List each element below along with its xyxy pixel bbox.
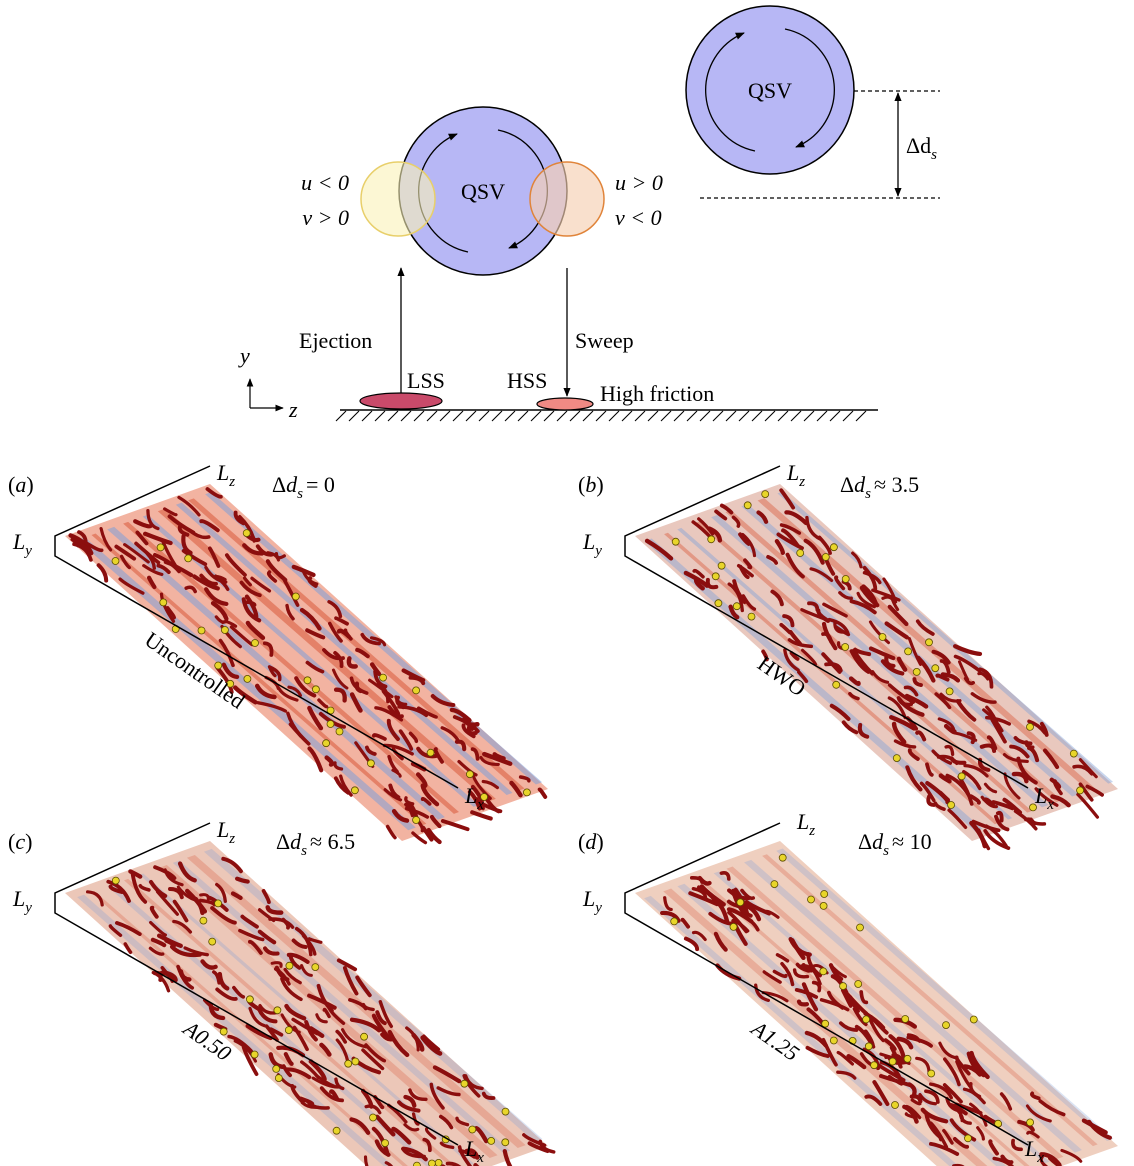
flow-field-b <box>635 484 1118 851</box>
ly-label: Ly <box>582 886 602 916</box>
flow-field-c <box>65 841 556 1166</box>
rotation-arrow-right-icon <box>784 28 835 148</box>
lss-label: LSS <box>407 368 445 393</box>
lx-label: Lx <box>464 1136 484 1166</box>
delta-label: Δds= 0 <box>272 472 335 502</box>
panel-tag: (c) <box>8 829 32 854</box>
lifted-qsv-schematic: QSV Δds <box>685 5 940 199</box>
qsv-lifted-label: QSV <box>748 78 792 103</box>
delta-ds-label: Δds <box>906 133 937 163</box>
rotation-arrow-left-icon <box>705 32 756 152</box>
lz-label: Lz <box>796 809 815 839</box>
wall-hatching <box>335 410 867 422</box>
delta-label: Δds≈ 3.5 <box>840 472 919 502</box>
right-region-v: v < 0 <box>615 205 662 230</box>
left-region-u: u < 0 <box>301 170 349 195</box>
panel-d: (d) Δds≈ 10 Lz Ly Lx A1.25 <box>578 809 1118 1166</box>
panel-c: (c) Δds≈ 6.5 Lz Ly Lx A0.50 <box>8 817 556 1166</box>
ly-label: Ly <box>12 529 32 559</box>
high-friction-label: High friction <box>600 381 714 406</box>
delta-label: Δds≈ 10 <box>858 829 932 859</box>
delta-label: Δds≈ 6.5 <box>276 829 355 859</box>
left-region-v: v > 0 <box>302 205 349 230</box>
lss-streak <box>359 392 443 410</box>
axis-z-label: z <box>288 397 298 422</box>
lz-label: Lz <box>216 460 235 490</box>
ly-label: Ly <box>12 886 32 916</box>
panel-b: (b) Δds≈ 3.5 Lz Ly Lx HWO <box>578 460 1118 851</box>
panel-tag: (b) <box>578 472 604 497</box>
axis-y-label: y <box>238 343 250 368</box>
panel-a: (a) Δds= 0 Lz Ly Lx Uncontrolled <box>8 460 548 845</box>
panel-tag: (a) <box>8 472 34 497</box>
lz-label: Lz <box>216 817 235 847</box>
sweep-region-circle <box>529 161 605 237</box>
sweep-label: Sweep <box>575 328 634 353</box>
hss-streak <box>536 397 594 411</box>
hss-label: HSS <box>507 368 547 393</box>
ejection-label: Ejection <box>299 328 372 353</box>
lx-label: Lx <box>1024 1136 1044 1166</box>
lx-label: Lx <box>1034 783 1054 813</box>
qsv-label: QSV <box>461 179 505 204</box>
lz-label: Lz <box>786 460 805 490</box>
ly-label: Ly <box>582 529 602 559</box>
lx-label: Lx <box>464 783 484 813</box>
right-region-u: u > 0 <box>615 170 663 195</box>
flow-field-d <box>635 841 1118 1166</box>
panel-tag: (d) <box>578 829 604 854</box>
qsv-lifted-circle <box>685 5 855 175</box>
qsv-schematic: QSV u < 0 v > 0 u > 0 v < 0 Ejection Swe… <box>238 106 878 422</box>
ejection-region-circle <box>360 161 436 237</box>
